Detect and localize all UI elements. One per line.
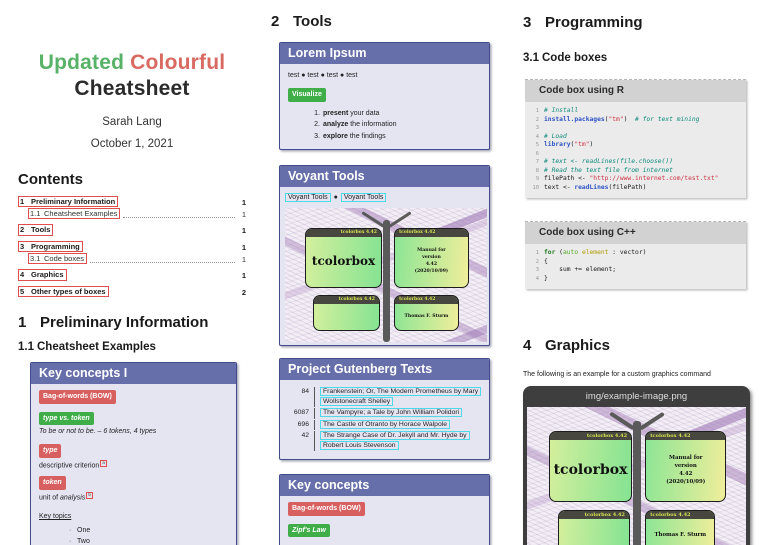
list-item: ·One xyxy=(69,526,91,534)
tcolorbox-sample-box: tcolorbox 4.42 tcolorbox xyxy=(548,430,633,502)
tcolorbox-sample-box: tcolorbox 4.42 Manual for version 4.42 (… xyxy=(645,430,727,502)
token-badge: token xyxy=(39,476,66,491)
list-item: 2.analyze the information xyxy=(314,121,397,129)
title-line-1: Updated Colourful xyxy=(18,50,246,76)
voyant-tools-title: Voyant Tools xyxy=(280,165,489,187)
contents-heading: Contents xyxy=(18,170,83,188)
type-token-example: To be or not to be. – 6 tokens, 4 types xyxy=(39,428,157,436)
tcolorbox-sample-box: tcolorbox 4.42 xyxy=(557,509,630,545)
date: October 1, 2021 xyxy=(90,137,174,150)
key-concepts-2-box: Key concepts Bag-of-words (BOW) Zipf's L… xyxy=(279,474,490,545)
table-row: 696 The Castle of Otranto by Horace Walp… xyxy=(288,419,481,430)
voyant-tools-body: Voyant Tools●Voyant Tools tcolorbox 4.42 xyxy=(280,187,489,345)
list-item: 3.explore the findings xyxy=(314,132,386,140)
tcolorbox-sample-box: tcolorbox 4.42 xyxy=(313,295,380,332)
document-title: Updated Colourful Cheatsheet xyxy=(18,50,246,103)
key-concepts-1-body: Bag-of-words (BOW) type vs. token To be … xyxy=(31,384,236,545)
left-column: Updated Colourful Cheatsheet Sarah Lang … xyxy=(18,0,246,545)
tcolorbox-sample-box: tcolorbox 4.42 Thomas F. Sturm xyxy=(394,295,459,332)
key-concepts-1-box: Key concepts I Bag-of-words (BOW) type v… xyxy=(30,362,237,545)
title-line-2: Cheatsheet xyxy=(74,77,190,101)
title-word-updated: Updated xyxy=(38,51,125,74)
voyant-tools-box: Voyant Tools Voyant Tools●Voyant Tools xyxy=(279,164,490,347)
key-concepts-2-title: Key concepts xyxy=(280,475,489,497)
table-row: 84 Frankenstein; Or, The Modern Promethe… xyxy=(288,387,482,408)
footnote-b-link[interactable]: b xyxy=(86,492,93,499)
voyant-link[interactable]: Voyant Tools xyxy=(340,192,387,202)
numbered-list: 1.present your data 2.analyze the inform… xyxy=(310,109,481,141)
section-heading-tools: 2 Tools xyxy=(271,13,332,30)
gutenberg-body: 84 Frankenstein; Or, The Modern Promethe… xyxy=(280,380,489,459)
tcolorbox-preview-image: tcolorbox 4.42 tcolorbox tcolorbox 4.42 … xyxy=(527,407,746,545)
section-heading-preliminary-information: 1 Preliminary Information xyxy=(18,314,209,332)
author: Sarah Lang xyxy=(102,115,162,128)
topic-list: ·One ·Two ·Three xyxy=(69,526,228,545)
table-row: 42 The Strange Case of Dr. Jekyll and Mr… xyxy=(288,430,481,452)
zipfs-law-badge: Zipf's Law xyxy=(288,523,330,538)
list-item: ·Two xyxy=(69,538,90,545)
tree-trunk xyxy=(383,220,391,343)
gutenberg-text-link[interactable]: The Vampyre; a Tale by John William Poli… xyxy=(320,408,463,418)
gutenberg-text-link[interactable]: The Castle of Otranto by Horace Walpole xyxy=(320,419,451,429)
type-vs-token-badge: type vs. token xyxy=(39,411,94,426)
subsection-heading-code-boxes: 3.1 Code boxes xyxy=(523,52,608,64)
visualize-badge: Visualize xyxy=(288,88,326,102)
voyant-links: Voyant Tools●Voyant Tools xyxy=(285,191,487,206)
key-concepts-2-body: Bag-of-words (BOW) Zipf's Law _&åg!$åg/(… xyxy=(280,496,489,545)
title-word-colourful: Colourful xyxy=(130,51,226,74)
section-heading-programming: 3 Programming xyxy=(523,14,643,31)
code-box-cpp-title: Code box using C++ xyxy=(525,222,746,244)
right-column: 3 Programming 3.1 Code boxes Code box us… xyxy=(523,0,750,545)
code-box-r-title: Code box using R xyxy=(525,80,746,102)
gutenberg-title: Project Gutenberg Texts xyxy=(280,359,489,381)
footnote-a-link[interactable]: a xyxy=(100,460,107,467)
tree-trunk xyxy=(633,421,642,545)
gutenberg-box: Project Gutenberg Texts 84 Frankenstein;… xyxy=(279,358,490,461)
key-concepts-1-title: Key concepts I xyxy=(31,363,236,385)
example-image-title: img/example-image.png xyxy=(585,391,688,402)
lorem-ipsum-title: Lorem Ipsum xyxy=(280,43,489,64)
graphics-caption: The following is an example for a custom… xyxy=(523,371,711,378)
type-badge: type xyxy=(39,444,62,458)
gutenberg-text-link[interactable]: The Strange Case of Dr. Jekyll and Mr. H… xyxy=(320,430,470,450)
section-heading-graphics: 4 Graphics xyxy=(523,337,611,354)
gutenberg-text-link[interactable]: Frankenstein; Or, The Modern Prometheus … xyxy=(320,387,482,407)
example-image-frame: img/example-image.png tcolorbox 4.42 tco… xyxy=(523,386,750,545)
test-line: test ● test ● test ● test xyxy=(288,72,358,79)
middle-column: 2 Tools Lorem Ipsum test ● test ● test ●… xyxy=(271,0,495,545)
key-topics-label: Key topics xyxy=(39,513,72,521)
tcolorbox-sample-box: tcolorbox 4.42 Manual for version 4.42 (… xyxy=(394,228,469,289)
subsection-heading-cheatsheet-examples: 1.1 Cheatsheet Examples xyxy=(18,341,156,354)
bow-badge: Bag-of-words (BOW) xyxy=(39,390,116,404)
voyant-link[interactable]: Voyant Tools xyxy=(285,192,331,202)
tcolorbox-sample-box: tcolorbox 4.42 tcolorbox xyxy=(305,228,382,289)
tcolorbox-preview-image: tcolorbox 4.42 tcolorbox tcolorbox 4.42 … xyxy=(285,208,487,343)
tcolorbox-sample-box: tcolorbox 4.42 Thomas F. Sturm xyxy=(645,509,716,545)
table-row: 6087 The Vampyre; a Tale by John William… xyxy=(288,408,481,419)
lorem-ipsum-box: Lorem Ipsum test ● test ● test ● test Vi… xyxy=(279,42,490,150)
lorem-ipsum-body: test ● test ● test ● test Visualize 1.pr… xyxy=(280,64,489,149)
bow-badge: Bag-of-words (BOW) xyxy=(288,502,365,516)
list-item: 1.present your data xyxy=(314,109,380,117)
